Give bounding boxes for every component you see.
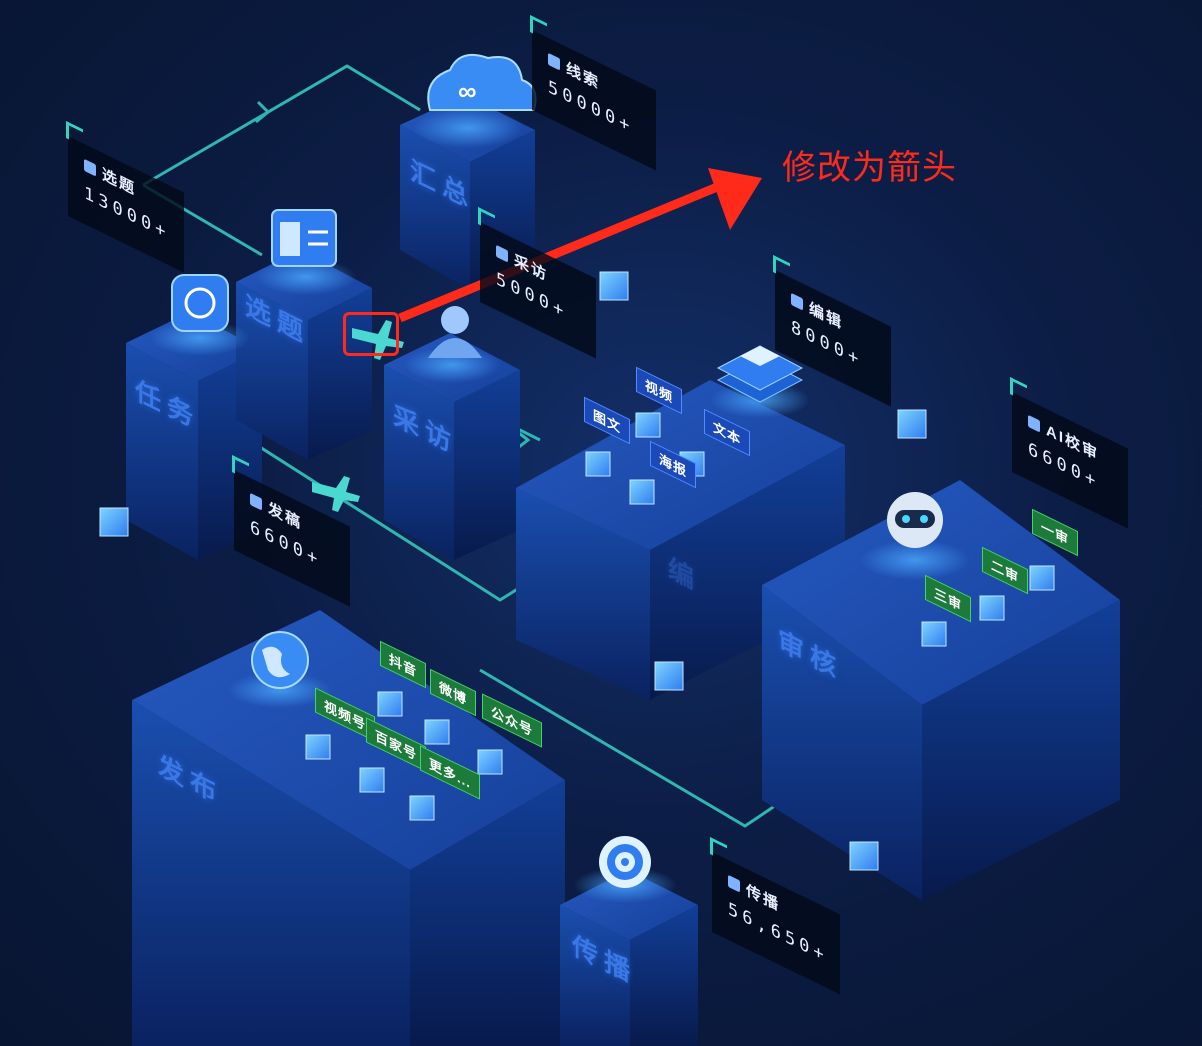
cloud-icon: ∞ <box>427 54 537 111</box>
svg-text:∞: ∞ <box>458 76 477 106</box>
broadcast-icon <box>728 874 740 893</box>
target-icon <box>599 836 651 888</box>
ai-icon <box>1028 414 1040 433</box>
annotation-text: 修改为箭头 <box>782 149 957 187</box>
airplane-icon-2 <box>312 476 360 512</box>
block-fabu <box>132 610 565 1046</box>
people-icon <box>428 306 482 358</box>
edit-icon <box>84 158 96 177</box>
mic-icon <box>496 244 508 263</box>
annotation-highlight-box <box>343 312 399 356</box>
task-icon <box>171 274 229 332</box>
globe-icon <box>251 631 309 689</box>
document-icon <box>791 292 803 311</box>
server-icon <box>271 209 337 267</box>
send-icon <box>250 492 262 511</box>
layers-icon <box>716 345 804 403</box>
link-icon <box>548 52 560 71</box>
robot-icon <box>887 492 943 548</box>
airplane-icon <box>352 320 404 360</box>
annotation-arrow <box>398 168 762 323</box>
